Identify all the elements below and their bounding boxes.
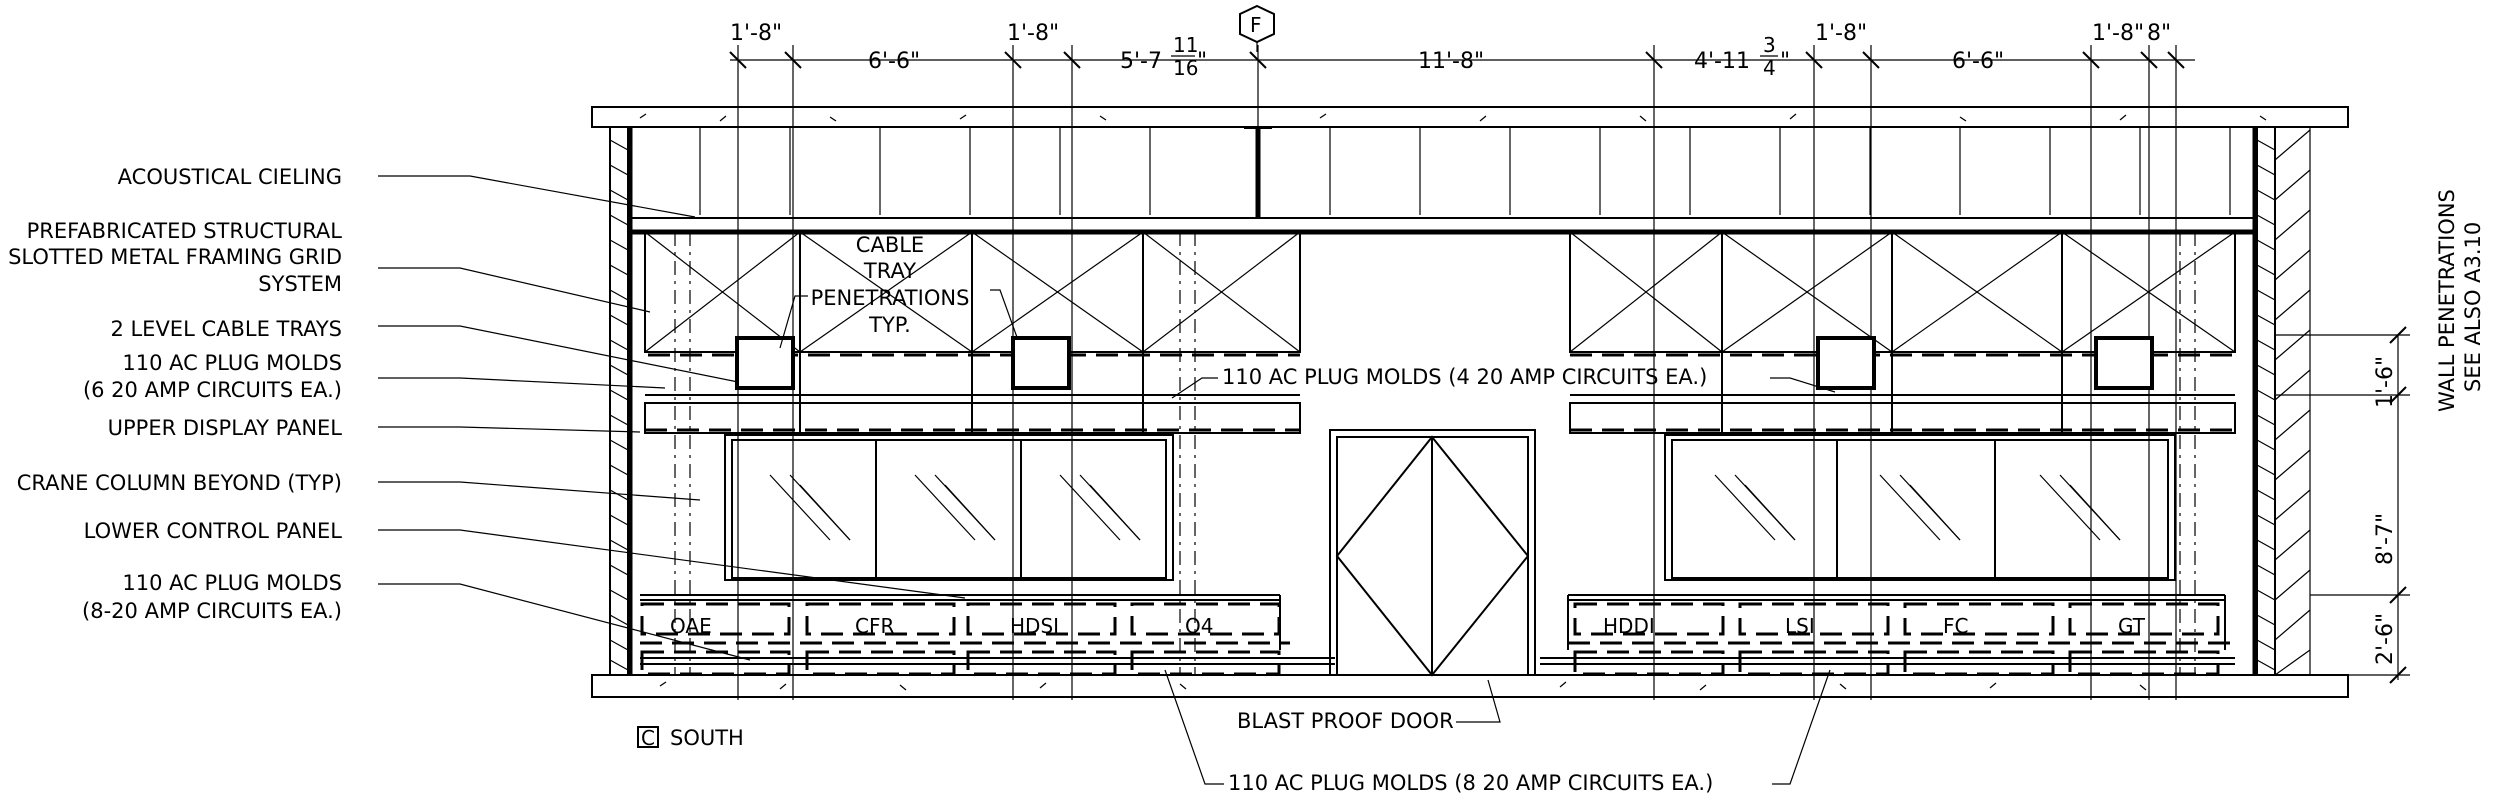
label-framing-grid-1: PREFABRICATED STRUCTURAL — [27, 219, 343, 243]
panel-tags: OAE CFR HDSI Q4 HDDI LSI FC GT — [670, 614, 2146, 638]
top-dimension-string: 1'-8" 6'-6" 1'-8" 5'-7 11 16 " 11'-8" 4'… — [729, 21, 2195, 700]
svg-text:110 AC PLUG MOLDS (4 20 AMP CI: 110 AC PLUG MOLDS (4 20 AMP CIRCUITS EA.… — [1222, 365, 1707, 389]
view-title: C SOUTH — [637, 726, 744, 750]
svg-text:SEE ALSO A3.10: SEE ALSO A3.10 — [2461, 222, 2485, 392]
svg-text:4'-11: 4'-11 — [1694, 49, 1750, 74]
svg-text:BLAST PROOF DOOR: BLAST PROOF DOOR — [1237, 709, 1454, 733]
dim-2-6: 2'-6" — [2373, 613, 2398, 665]
svg-text:4: 4 — [1763, 56, 1776, 80]
plug-molds-8-note: 110 AC PLUG MOLDS (8 20 AMP CIRCUITS EA.… — [1164, 669, 1831, 795]
panel-tag-fc: FC — [1943, 614, 1968, 638]
blast-door-note: BLAST PROOF DOOR — [1237, 679, 1501, 733]
steel-beam — [1244, 127, 1272, 219]
lower-control-panel-left — [640, 594, 1335, 676]
cable-tray-note: CABLE TRAY PENETRATIONS TYP. — [779, 233, 1019, 349]
svg-text:TYP.: TYP. — [868, 313, 911, 337]
svg-text:WALL PENETRATIONS: WALL PENETRATIONS — [2435, 189, 2459, 412]
svg-text:PENETRATIONS: PENETRATIONS — [811, 286, 970, 310]
dim-1-8-b: 1'-8" — [1007, 21, 1059, 46]
crane-columns — [674, 232, 2196, 675]
label-framing-grid-2: SLOTTED METAL FRAMING GRID — [8, 245, 342, 269]
dim-1-8-c: 1'-8" — [1815, 21, 1867, 46]
view-title-text: SOUTH — [670, 726, 744, 750]
framing-grid-left — [644, 231, 1301, 435]
plug-molds-4-note: 110 AC PLUG MOLDS (4 20 AMP CIRCUITS EA.… — [1171, 365, 1836, 399]
dim-8: 8" — [2147, 21, 2171, 46]
svg-text:TRAY: TRAY — [863, 259, 916, 283]
label-cable-trays: 2 LEVEL CABLE TRAYS — [110, 317, 342, 341]
right-dimension-string: 1'-6" 8'-7" 2'-6" — [2275, 326, 2410, 684]
panel-tag-hdsi: HDSI — [1010, 614, 1059, 638]
svg-text:": " — [1197, 49, 1207, 74]
panel-tag-q4: Q4 — [1185, 614, 1213, 638]
panel-tag-cfr: CFR — [855, 614, 894, 638]
left-wall — [609, 126, 633, 676]
panel-tag-gt: GT — [2118, 614, 2146, 638]
lower-control-panel-right — [1540, 594, 2235, 676]
dim-6-6-a: 6'-6" — [868, 49, 920, 74]
svg-text:": " — [1780, 49, 1790, 74]
cable-tray-penetration-4 — [2094, 336, 2154, 390]
panel-tag-hddi: HDDI — [1603, 614, 1655, 638]
svg-text:5'-7: 5'-7 — [1120, 49, 1162, 74]
view-marker: C — [641, 726, 655, 750]
panel-tag-lsi: LSI — [1785, 614, 1815, 638]
dim-1-8-d: 1'-8" — [2092, 21, 2144, 46]
framing-grid-right — [1569, 231, 2236, 435]
svg-text:16: 16 — [1173, 56, 1198, 80]
right-wall — [2252, 126, 2311, 676]
label-plug-molds-8-b: (8-20 AMP CIRCUITS EA.) — [82, 599, 342, 623]
floor-slab — [591, 674, 2349, 698]
svg-text:11: 11 — [1173, 33, 1198, 57]
upper-display-panel-left — [724, 434, 1174, 581]
upper-display-panel-right — [1664, 434, 2176, 581]
label-lower-control-panel: LOWER CONTROL PANEL — [84, 519, 343, 543]
grid-marker-f: F — [1239, 4, 1275, 52]
svg-text:CABLE: CABLE — [856, 233, 924, 257]
label-plug-molds-6-b: (6 20 AMP CIRCUITS EA.) — [83, 378, 342, 402]
cable-tray-penetration-3 — [1816, 336, 1876, 390]
dim-6-6-b: 6'-6" — [1952, 49, 2004, 74]
svg-text:F: F — [1250, 13, 1262, 37]
dim-4-11-fraction: 4'-11 3 4 " — [1694, 33, 1790, 80]
svg-text:110 AC PLUG MOLDS (8 20 AMP CI: 110 AC PLUG MOLDS (8 20 AMP CIRCUITS EA.… — [1228, 771, 1713, 795]
svg-text:3: 3 — [1763, 33, 1776, 57]
label-plug-molds-6-a: 110 AC PLUG MOLDS — [122, 351, 342, 375]
dim-8-7: 8'-7" — [2373, 513, 2398, 565]
panel-tag-oae: OAE — [670, 614, 712, 638]
blast-proof-door — [1329, 429, 1536, 677]
wall-penetration-note: WALL PENETRATIONS SEE ALSO A3.10 — [2435, 189, 2485, 412]
label-plug-molds-8-a: 110 AC PLUG MOLDS — [122, 571, 342, 595]
roof-slab — [591, 106, 2349, 128]
ceiling-joists — [699, 127, 2231, 215]
label-acoustical-ceiling: ACOUSTICAL CIELING — [118, 165, 342, 189]
label-crane-column: CRANE COLUMN BEYOND (TYP) — [17, 471, 342, 495]
dim-11-8: 11'-8" — [1418, 49, 1484, 74]
cable-tray-penetration-1 — [735, 336, 795, 390]
cable-tray-penetration-2 — [1011, 336, 1071, 390]
dim-1-8-a: 1'-8" — [730, 21, 782, 46]
dim-5-7-fraction: 5'-7 11 16 " — [1120, 33, 1207, 80]
dim-1-6: 1'-6" — [2373, 356, 2398, 408]
label-framing-grid-3: SYSTEM — [258, 272, 342, 296]
left-callouts: ACOUSTICAL CIELING PREFABRICATED STRUCTU… — [8, 165, 966, 661]
label-upper-display-panel: UPPER DISPLAY PANEL — [108, 416, 343, 440]
